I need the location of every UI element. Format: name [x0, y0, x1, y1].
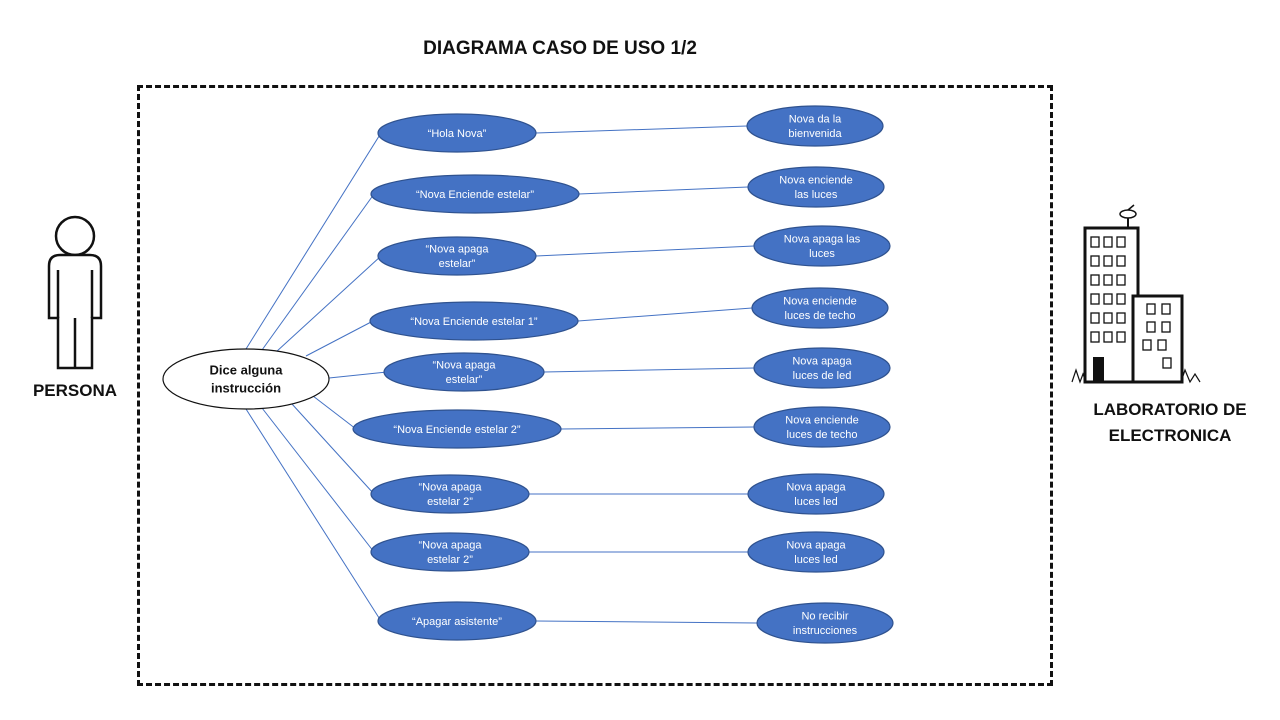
response-ellipse-7-text: luces led	[794, 496, 837, 508]
command-ellipse-2: “Nova Enciende estelar”	[370, 174, 580, 214]
command-ellipse-9: “Apagar asistente”	[377, 601, 537, 641]
command-ellipse-8-text: estelar 2”	[427, 554, 473, 566]
response-ellipse-4: Nova enciende luces de techo	[751, 287, 889, 329]
response-ellipse-8: Nova apaga luces led	[747, 531, 885, 573]
command-ellipse-9-text: “Apagar asistente”	[412, 616, 502, 628]
connector-layer	[245, 125, 758, 624]
response-ellipse-3-text: luces	[809, 248, 835, 260]
response-ellipse-5-text: luces de led	[793, 370, 852, 382]
command-ellipse-3-text: estelar”	[439, 258, 476, 270]
person-actor-icon	[47, 215, 103, 370]
command-ellipse-7-text: “Nova apaga	[419, 482, 483, 494]
response-ellipse-2: Nova enciende las luces	[747, 166, 885, 208]
response-ellipse-2-shape	[747, 166, 885, 208]
connector-central-to-command-2	[261, 193, 375, 351]
connector-central-to-command-5	[328, 371, 388, 379]
connector-command-to-response-4	[577, 307, 753, 322]
command-ellipse-2-shape	[370, 174, 580, 214]
connector-central-to-command-7	[291, 403, 375, 495]
central-ellipse-text: instrucción	[211, 381, 281, 396]
command-ellipse-4-shape	[369, 301, 579, 341]
connector-command-to-response-5	[543, 367, 755, 373]
lab-actor-label-line2: ELECTRONICA	[1108, 426, 1232, 445]
command-ellipse-8: “Nova apaga estelar 2”	[370, 532, 530, 572]
response-ellipse-5-text: Nova apaga	[792, 356, 852, 368]
connector-central-to-command-9	[245, 408, 382, 622]
command-ellipse-3: “Nova apaga estelar”	[377, 236, 537, 276]
command-ellipse-6-text: “Nova Enciende estelar 2”	[393, 424, 521, 436]
response-ellipse-9-text: instrucciones	[793, 625, 858, 637]
command-ellipse-8-text: “Nova apaga	[419, 540, 483, 552]
response-ellipse-2-text: las luces	[795, 189, 838, 201]
command-ellipse-6: “Nova Enciende estelar 2”	[352, 409, 562, 449]
person-actor-label: PERSONA	[32, 381, 118, 400]
response-ellipse-9-shape	[756, 602, 894, 644]
command-ellipse-1-text: “Hola Nova”	[428, 128, 487, 140]
connector-central-to-command-3	[275, 255, 382, 353]
response-ellipse-4-text: Nova enciende	[783, 296, 856, 308]
response-ellipse-9-text: No recibir	[801, 611, 848, 623]
connector-central-to-command-6	[312, 395, 357, 430]
command-ellipse-6-shape	[352, 409, 562, 449]
command-ellipse-1-shape	[377, 113, 537, 153]
response-ellipse-6-text: Nova enciende	[785, 415, 858, 427]
command-ellipse-3-text: “Nova apaga	[426, 244, 490, 256]
response-ellipse-3: Nova apaga las luces	[753, 225, 891, 267]
command-ellipse-8-shape	[370, 532, 530, 572]
response-ellipse-5: Nova apaga luces de led	[753, 347, 891, 389]
command-ellipse-7: “Nova apaga estelar 2”	[370, 474, 530, 514]
command-ellipse-7-shape	[370, 474, 530, 514]
building-actor-icon	[1071, 204, 1201, 384]
lab-actor-label: LABORATORIO DE ELECTRONICA	[1080, 397, 1260, 449]
command-ellipse-3-shape	[377, 236, 537, 276]
connector-command-to-response-3	[535, 245, 755, 257]
command-ellipse-5-shape	[383, 352, 545, 392]
central-ellipse-text: Dice alguna	[210, 363, 284, 378]
response-ellipse-7-text: Nova apaga	[786, 482, 846, 494]
lab-actor-label-line1: LABORATORIO DE	[1093, 400, 1247, 419]
response-ellipse-1-shape	[746, 105, 884, 147]
diagram-title: DIAGRAMA CASO DE USO 1/2	[423, 38, 697, 59]
connector-command-to-response-6	[560, 426, 755, 430]
response-ellipse-2-text: Nova enciende	[779, 175, 852, 187]
response-ellipse-8-text: luces led	[794, 554, 837, 566]
command-ellipse-5-text: “Nova apaga	[433, 360, 497, 372]
connector-central-to-command-1	[245, 132, 382, 350]
response-ellipse-1-text: bienvenida	[788, 128, 842, 140]
ellipse-layer: “Hola Nova” Nova da la bienvenida “Nova Enc…	[162, 105, 894, 644]
central-ellipse: Dice alguna instrucción	[162, 348, 330, 410]
response-ellipse-1-text: Nova da la	[789, 114, 842, 126]
response-ellipse-4-text: luces de techo	[785, 310, 856, 322]
response-ellipse-8-text: Nova apaga	[786, 540, 846, 552]
command-ellipse-7-text: estelar 2”	[427, 496, 473, 508]
response-ellipse-6: Nova enciende luces de techo	[753, 406, 891, 448]
command-ellipse-2-text: “Nova Enciende estelar”	[416, 189, 534, 201]
response-ellipse-6-shape	[753, 406, 891, 448]
command-ellipse-9-shape	[377, 601, 537, 641]
response-ellipse-7-shape	[747, 473, 885, 515]
response-ellipse-7: Nova apaga luces led	[747, 473, 885, 515]
response-ellipse-3-text: Nova apaga las	[784, 234, 861, 246]
connector-central-to-command-8	[261, 407, 375, 553]
response-ellipse-8-shape	[747, 531, 885, 573]
response-ellipse-4-shape	[751, 287, 889, 329]
response-ellipse-6-text: luces de techo	[787, 429, 858, 441]
response-ellipse-1: Nova da la bienvenida	[746, 105, 884, 147]
command-ellipse-4-text: “Nova Enciende estelar 1”	[410, 316, 538, 328]
response-ellipse-9: No recibir instrucciones	[756, 602, 894, 644]
command-ellipse-5-text: estelar”	[446, 374, 483, 386]
command-ellipse-1: “Hola Nova”	[377, 113, 537, 153]
system-boundary	[137, 85, 1053, 686]
connector-command-to-response-9	[535, 620, 758, 624]
connector-command-to-response-2	[578, 186, 749, 195]
response-ellipse-5-shape	[753, 347, 891, 389]
command-ellipse-4: “Nova Enciende estelar 1”	[369, 301, 579, 341]
central-ellipse-shape	[162, 348, 330, 410]
connector-command-to-response-1	[535, 125, 748, 134]
connector-central-to-command-4	[305, 320, 374, 357]
response-ellipse-3-shape	[753, 225, 891, 267]
command-ellipse-5: “Nova apaga estelar”	[383, 352, 545, 392]
